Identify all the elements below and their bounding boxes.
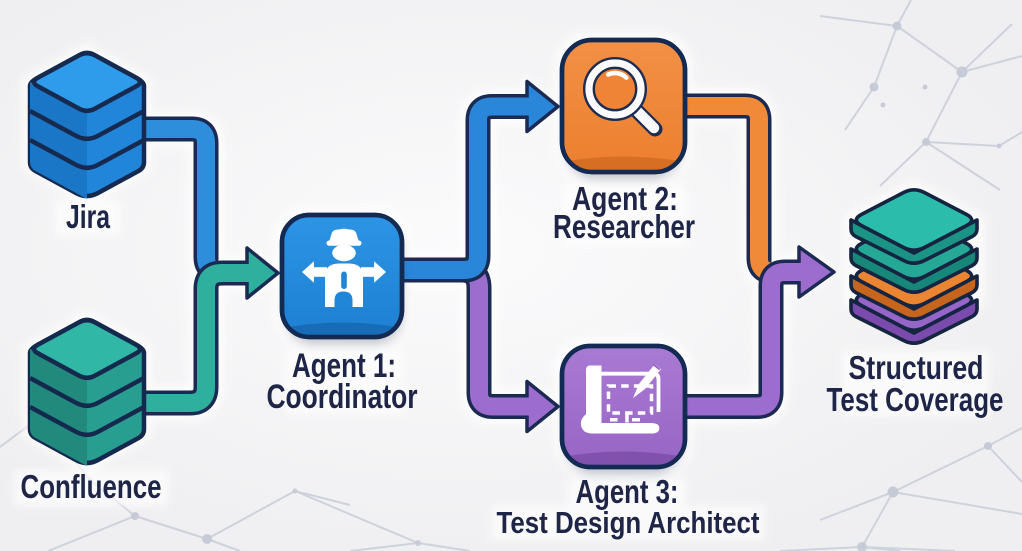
svg-text:Confluence: Confluence [21,468,162,505]
svg-text:Researcher: Researcher [553,208,695,245]
svg-text:Jira: Jira [66,198,110,235]
svg-text:Structured: Structured [849,349,984,386]
svg-text:Test Coverage: Test Coverage [827,381,1004,418]
svg-text:Agent 2:: Agent 2: [572,180,678,217]
svg-text:Coordinator: Coordinator [267,378,418,416]
svg-text:Agent 3:: Agent 3: [576,473,679,510]
svg-text:Test Design Architect: Test Design Architect [497,505,760,540]
svg-text:Agent 1:: Agent 1: [292,347,396,385]
